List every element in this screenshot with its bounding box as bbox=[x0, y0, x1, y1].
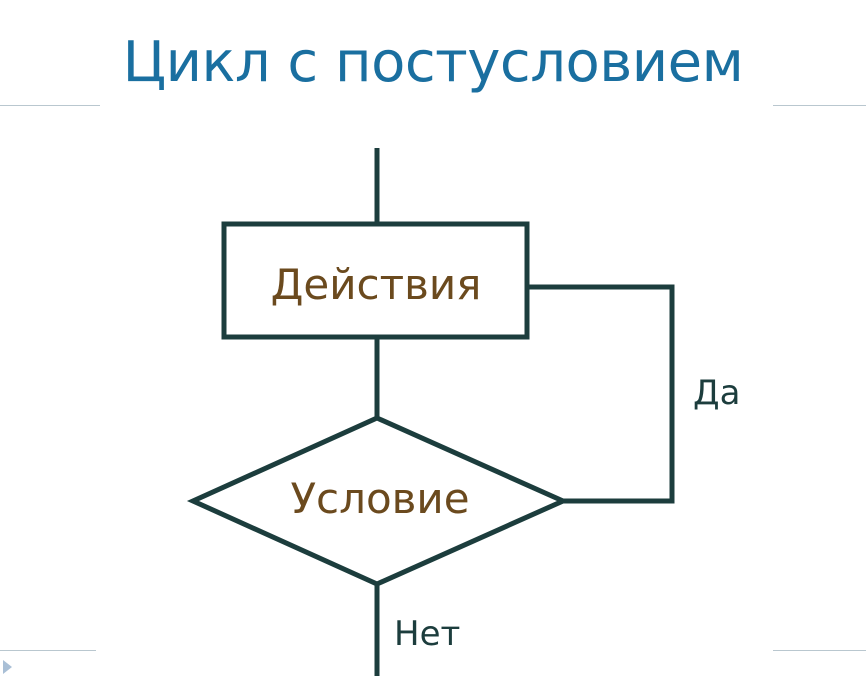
no-label: Нет bbox=[394, 614, 460, 654]
condition-label: Условие bbox=[290, 474, 469, 523]
slide-title: Цикл с постусловием bbox=[122, 30, 744, 95]
yes-label: Да bbox=[693, 373, 740, 413]
action-label: Действия bbox=[271, 260, 482, 309]
title-divider-left bbox=[0, 105, 100, 106]
footer-divider-right bbox=[773, 650, 866, 651]
footer-divider-left bbox=[0, 650, 96, 651]
title-divider-right bbox=[773, 105, 866, 106]
triangle-right-icon[interactable] bbox=[3, 660, 12, 674]
loop-back-connector bbox=[527, 284, 675, 504]
